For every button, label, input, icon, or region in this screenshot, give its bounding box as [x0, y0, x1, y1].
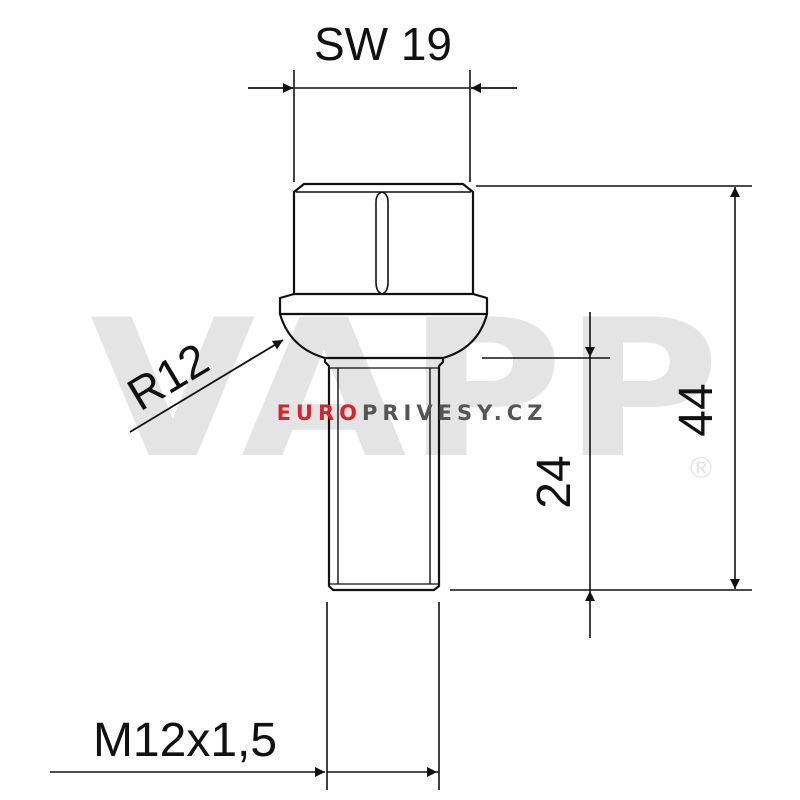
watermark-logo-text: VAPP	[90, 279, 720, 500]
bolt-hex-face-divider	[375, 191, 389, 295]
watermark-site-red: EURO	[277, 401, 362, 425]
bolt	[278, 182, 489, 592]
bolt-collar	[278, 292, 489, 316]
watermark-site-rest: PRIVESY.CZ	[362, 401, 547, 425]
watermark-logo: VAPP ®	[90, 279, 720, 500]
bolt-spherical-seat	[278, 313, 489, 360]
bolt-shank	[323, 358, 445, 592]
watermark-site: EUROPRIVESY.CZ	[277, 401, 548, 425]
dimension-seat-radius	[129, 339, 284, 433]
registered-mark: ®	[690, 452, 712, 485]
label-wrench-size: SW 19	[314, 18, 452, 70]
dimension-thread-spec	[50, 602, 440, 790]
label-thread-spec: M12x1,5	[93, 714, 277, 767]
label-total-length: 44	[670, 383, 723, 436]
label-thread-length: 24	[528, 455, 581, 508]
bolt-hex-head	[292, 182, 475, 296]
leader-line	[129, 339, 284, 433]
bolt-thread-root	[337, 368, 431, 584]
dimension-thread-length	[482, 312, 610, 638]
bolt-thread-crest	[329, 367, 439, 585]
dimension-total-length	[450, 185, 752, 591]
dimension-wrench-size	[248, 70, 517, 182]
